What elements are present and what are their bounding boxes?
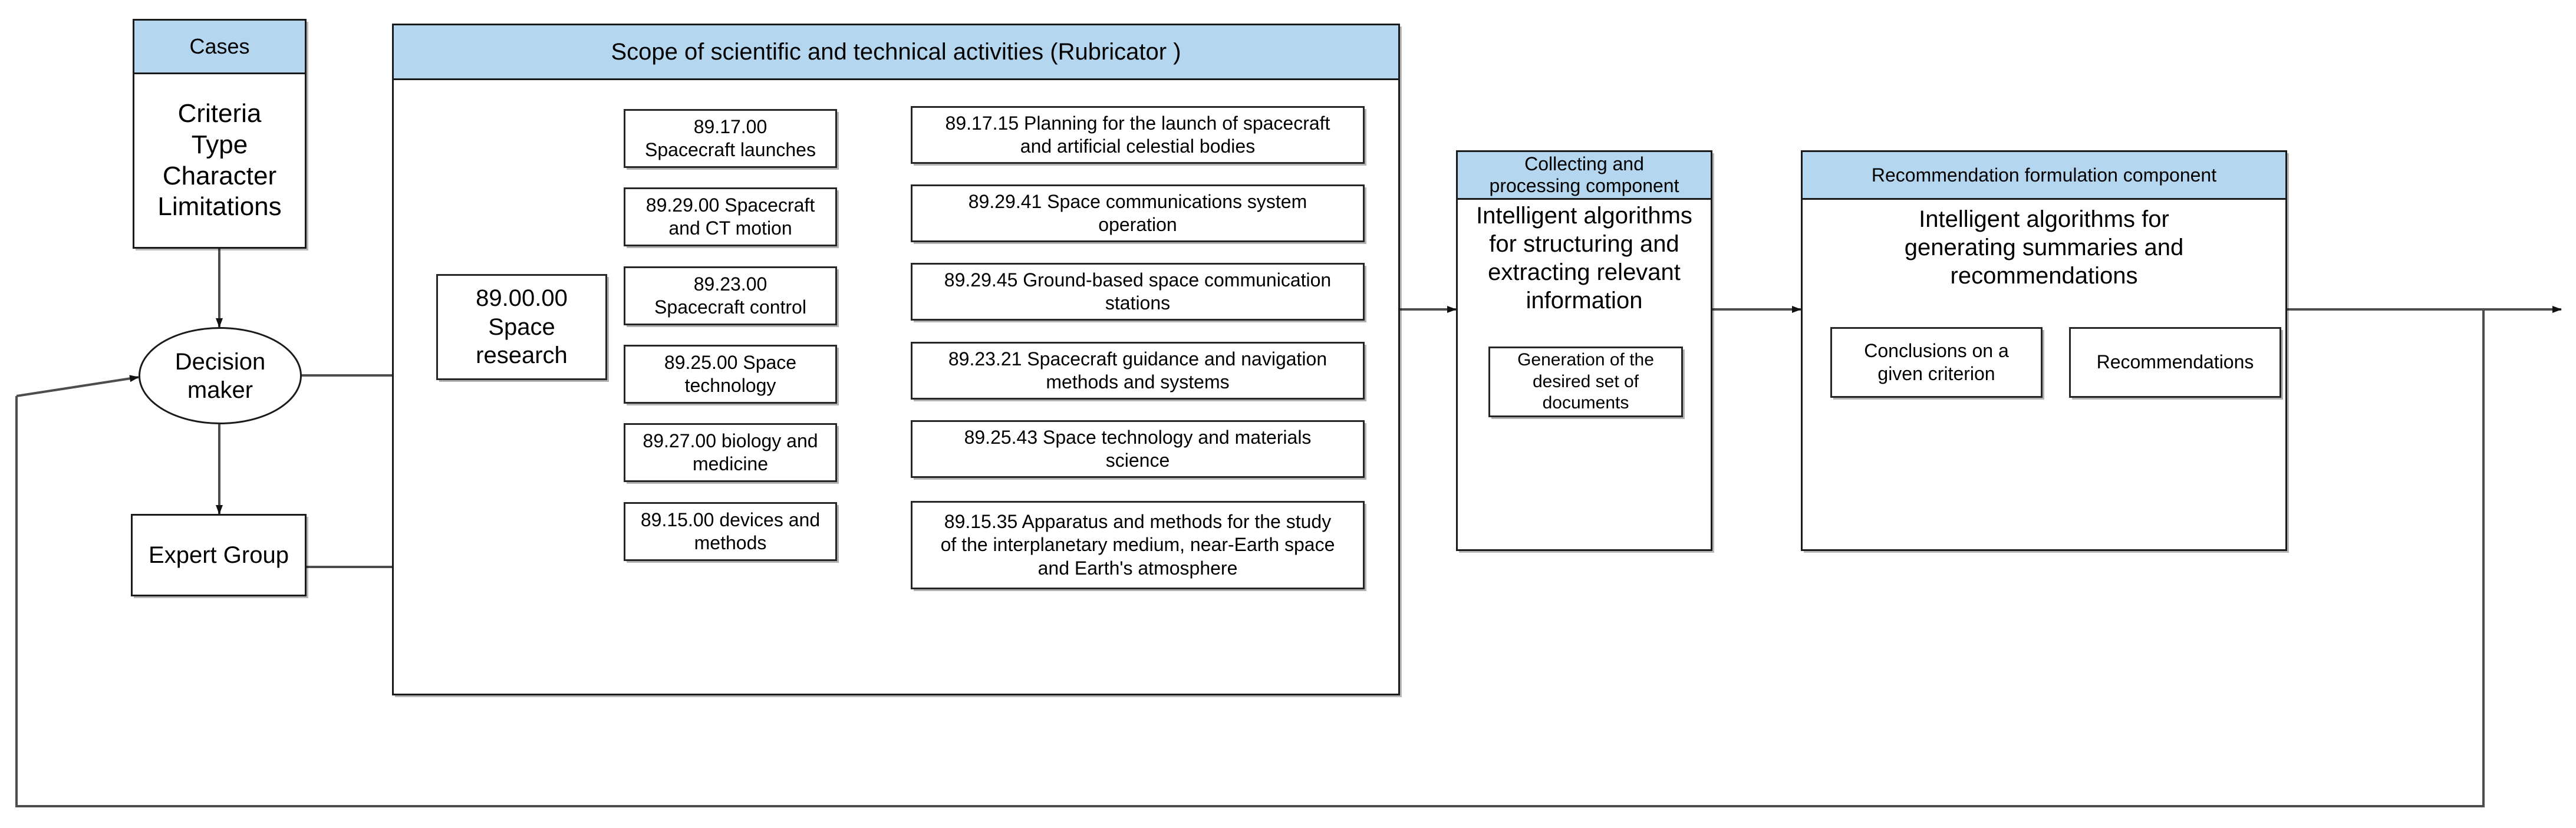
- rubricator-level2-item: 89.23.00 Spacecraft control: [624, 266, 837, 325]
- rubricator-level3-item: 89.17.15 Planning for the launch of spac…: [911, 106, 1365, 164]
- expert-group-node: Expert Group: [131, 514, 307, 596]
- rubricator-level3-item: 89.25.43 Space technology and materials …: [911, 420, 1365, 478]
- generation-documents-box: Generation of the desired set of documen…: [1488, 347, 1683, 417]
- rubricator-level2-item: 89.25.00 Space technology: [624, 345, 837, 404]
- rubricator-level2-item: 89.17.00 Spacecraft launches: [624, 109, 837, 168]
- collecting-processing-description: Intelligent algorithms for structuring a…: [1476, 203, 1692, 314]
- cases-panel-body: Criteria Type Character Limitations: [134, 74, 305, 247]
- recommendations-box: Recommendations: [2069, 327, 2281, 398]
- rubricator-level3-item: 89.29.41 Space communications system ope…: [911, 184, 1365, 242]
- recommendation-formulation-header: Recommendation formulation component: [1803, 152, 2285, 200]
- conclusions-criterion-box: Conclusions on a given criterion: [1830, 327, 2043, 398]
- collecting-processing-header: Collecting and processing component: [1458, 152, 1711, 200]
- rubricator-level3-item: 89.23.21 Spacecraft guidance and navigat…: [911, 342, 1365, 400]
- cases-panel-header: Cases: [134, 21, 305, 74]
- rubricator-root-node: 89.00.00 Space research: [436, 274, 607, 380]
- rubricator-level3-item: 89.15.35 Apparatus and methods for the s…: [911, 501, 1365, 589]
- expert-group-label: Expert Group: [149, 542, 289, 568]
- cases-line-criteria: Criteria: [177, 98, 262, 128]
- rubricator-header: Scope of scientific and technical activi…: [394, 25, 1398, 80]
- rubricator-level2-item: 89.27.00 biology and medicine: [624, 423, 837, 482]
- cases-line-character: Character: [162, 161, 277, 190]
- cases-line-limitations: Limitations: [157, 192, 282, 222]
- rubricator-level2-item: 89.15.00 devices and methods: [624, 502, 837, 561]
- cases-line-type: Type: [191, 130, 248, 159]
- rubricator-level3-item: 89.29.45 Ground-based space communicatio…: [911, 263, 1365, 321]
- recommendation-description: Intelligent algorithms for generating su…: [1904, 206, 2184, 289]
- cases-panel: Cases Criteria Type Character Limitation…: [133, 19, 307, 249]
- rubricator-level2-item: 89.29.00 Spacecraft and CT motion: [624, 187, 837, 246]
- decision-maker-node: Decision maker: [139, 327, 302, 424]
